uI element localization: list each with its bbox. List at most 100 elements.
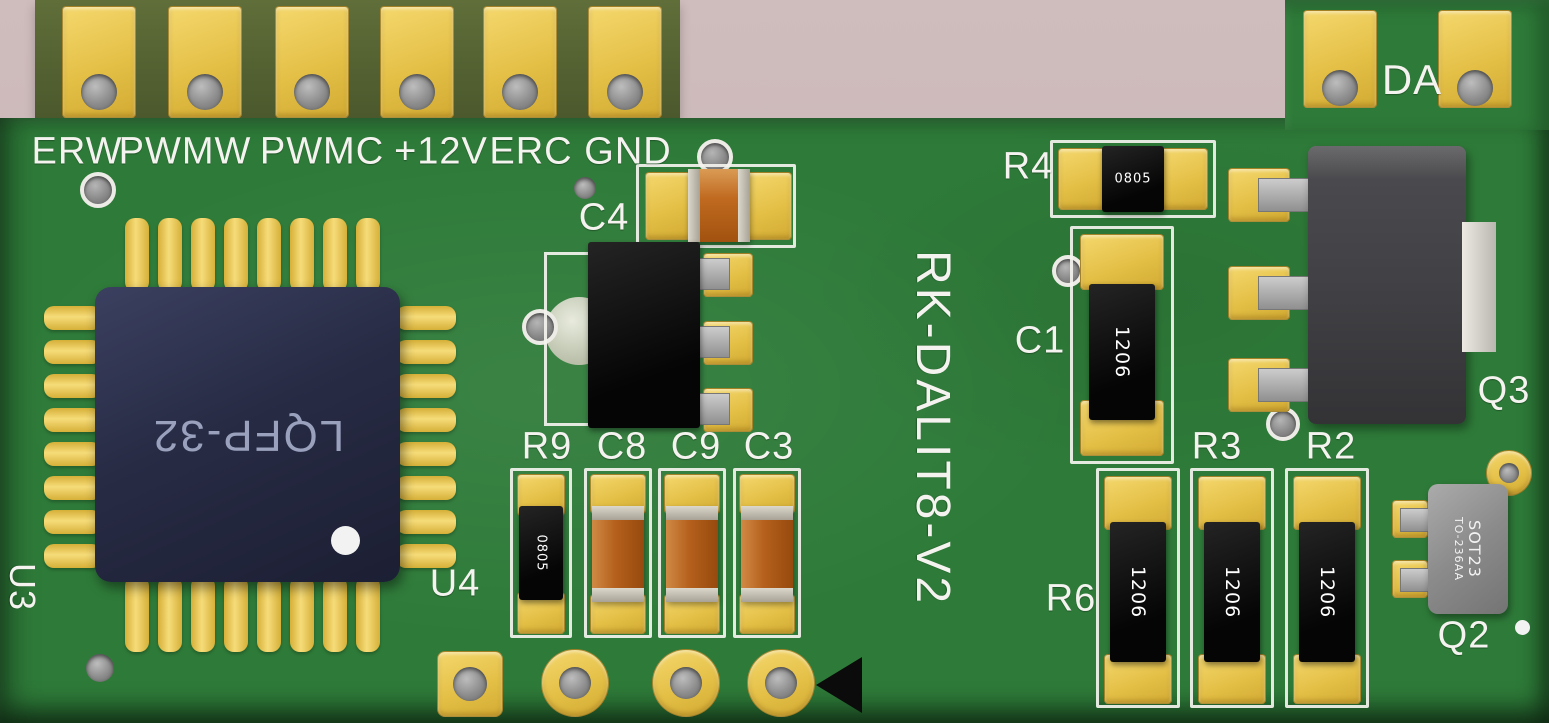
- r4-outline: [1050, 140, 1216, 218]
- ic-pin: [224, 576, 248, 652]
- resistor-r2-body: 1206: [1299, 522, 1355, 662]
- silkscreen-label-r2: R2: [1305, 425, 1357, 468]
- via: [1266, 407, 1300, 441]
- ic-pin: [396, 510, 456, 534]
- ic-pin: [257, 218, 281, 292]
- ic-pin: [257, 576, 281, 652]
- c4-outline: [636, 164, 796, 248]
- regulator-body: [588, 242, 700, 428]
- resistor-marking: 1206: [1221, 565, 1243, 619]
- ic-pin: [44, 476, 102, 500]
- connector-label-pwmc: PWMC: [259, 130, 385, 173]
- q3-lead: [1258, 368, 1312, 402]
- ic-pin: [44, 374, 102, 398]
- ic-package-label: LQFP-32: [151, 410, 344, 460]
- drill-hole: [670, 667, 702, 699]
- silkscreen-label-r9: R9: [521, 425, 573, 468]
- drill-hole: [1322, 70, 1358, 106]
- ic-pin: [224, 218, 248, 292]
- capacitor-c1-marking: 1206: [1111, 325, 1133, 379]
- drill-hole: [502, 74, 538, 110]
- smd-pad: [1198, 476, 1266, 530]
- ic-pin: [158, 218, 182, 292]
- ic-pin: [396, 374, 456, 398]
- silkscreen-label-q3: Q3: [1477, 369, 1531, 412]
- capacitor-c9-body: [666, 506, 718, 602]
- ic-pin: [396, 408, 456, 432]
- ic-pin: [44, 408, 102, 432]
- q2-package-marking: SOT23: [1465, 520, 1484, 578]
- regulator-outline: [544, 252, 592, 426]
- c1-outline: [1070, 226, 1174, 464]
- resistor-r4-body: 0805: [1102, 146, 1164, 212]
- pin1-marker-dot: [331, 526, 360, 555]
- drill-hole: [765, 667, 797, 699]
- q2-lead: [1400, 508, 1430, 532]
- arrow-marker: [816, 657, 862, 713]
- smd-pad: [1198, 654, 1266, 704]
- connector-label-erw: ERW: [31, 130, 123, 173]
- smd-pad: [1293, 654, 1361, 704]
- drill-hole: [453, 667, 487, 701]
- ic-pin: [396, 442, 456, 466]
- resistor-r6-body: 1206: [1110, 522, 1166, 662]
- resistor-r9-body: 0805: [519, 506, 563, 600]
- ic-pin: [396, 476, 456, 500]
- via: [80, 172, 116, 208]
- connector-block: [35, 0, 680, 120]
- r6-outline: [1096, 468, 1180, 708]
- ic-pin: [396, 340, 456, 364]
- board-title: RK-DALIT8-V2: [906, 249, 959, 607]
- via: [86, 654, 114, 682]
- q3-lead: [1258, 276, 1312, 310]
- resistor-r3-body: 1206: [1204, 522, 1260, 662]
- via: [574, 177, 596, 199]
- ic-pin: [44, 544, 102, 568]
- drill-hole: [81, 74, 117, 110]
- resistor-r4-marking: 0805: [1114, 171, 1152, 187]
- drill-hole: [1457, 70, 1493, 106]
- smd-pad: [1160, 148, 1208, 210]
- drill-hole: [294, 74, 330, 110]
- silkscreen-label-r4: R4: [1002, 145, 1054, 188]
- ic-pin: [44, 340, 102, 364]
- ic-pin: [44, 510, 102, 534]
- silkscreen-label-c1: C1: [1014, 319, 1066, 362]
- c9-outline: [658, 468, 726, 638]
- ic-pin: [290, 218, 314, 292]
- connector-label-gnd: GND: [584, 130, 672, 173]
- silkscreen-label-u4: U4: [429, 562, 481, 605]
- q3-body: [1308, 146, 1466, 424]
- smd-pad: [1293, 476, 1361, 530]
- ic-pin: [191, 218, 215, 292]
- r3-outline: [1190, 468, 1274, 708]
- ic-pin: [158, 576, 182, 652]
- silkscreen-label-q2: Q2: [1437, 614, 1491, 657]
- ic-pin: [323, 218, 347, 292]
- silkscreen-label-c9: C9: [670, 425, 722, 468]
- ic-pin: [44, 442, 102, 466]
- ic-pin: [396, 306, 456, 330]
- capacitor-c1-body: 1206: [1089, 284, 1155, 420]
- smd-pad: [1058, 148, 1106, 210]
- resistor-marking: 1206: [1127, 565, 1149, 619]
- silkscreen-label-c3: C3: [743, 425, 795, 468]
- ic-pin: [44, 306, 102, 330]
- q3-lead: [1258, 178, 1312, 212]
- drill-hole: [399, 74, 435, 110]
- ic-pin: [125, 218, 149, 292]
- regulator-lead: [694, 258, 730, 290]
- silkscreen-label-c8: C8: [596, 425, 648, 468]
- q2-lead: [1400, 568, 1430, 592]
- test-point: [1515, 620, 1530, 635]
- connector-pad-pwmc: [275, 6, 349, 118]
- ic-pin: [356, 576, 380, 652]
- capacitor-c3-body: [741, 506, 793, 602]
- ic-pin: [396, 544, 456, 568]
- silkscreen-label-r6: R6: [1045, 577, 1097, 620]
- silkscreen-label-c4: C4: [578, 196, 630, 239]
- ic-pin: [356, 218, 380, 292]
- r9-outline: [510, 468, 572, 638]
- q2-body: [1428, 484, 1508, 614]
- drill-hole: [607, 74, 643, 110]
